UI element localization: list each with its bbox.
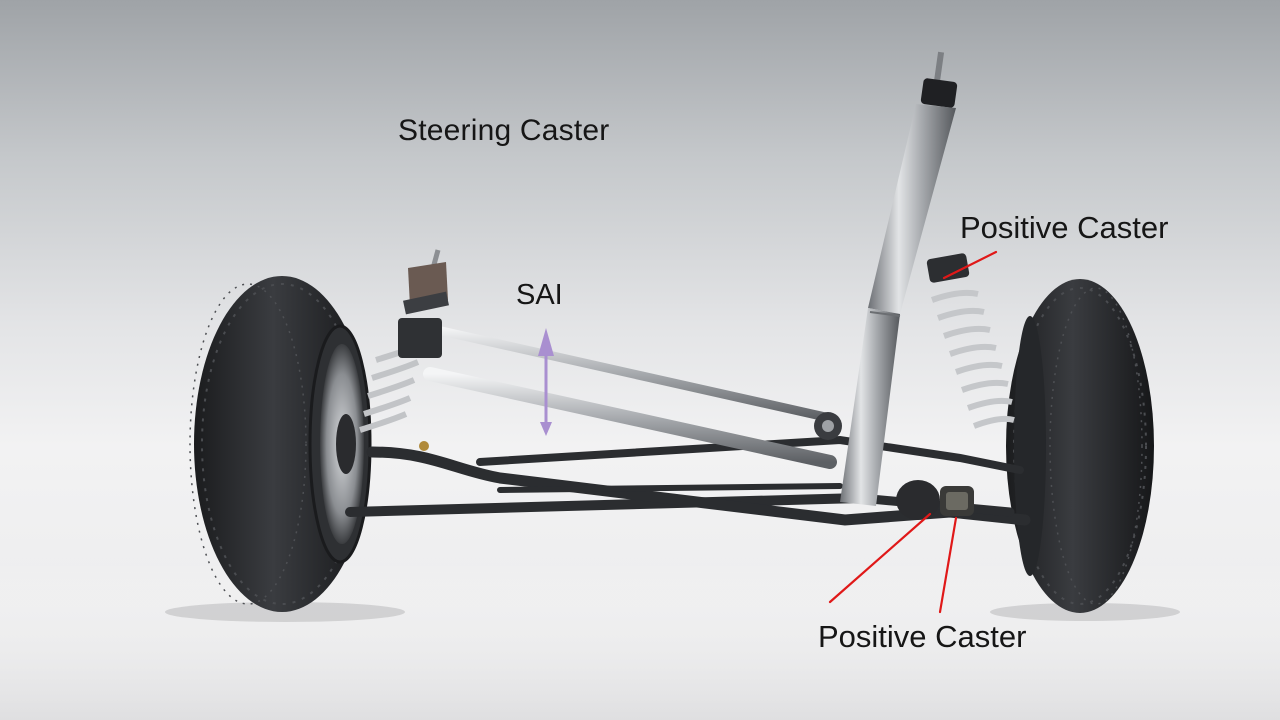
- tie-rods: [423, 323, 842, 469]
- positive-caster-label-lower: Positive Caster: [818, 619, 1027, 654]
- diagram-title: Steering Caster: [398, 114, 610, 147]
- sai-label: SAI: [516, 279, 563, 311]
- main-strut: [840, 51, 958, 506]
- left-coilover: [359, 249, 449, 451]
- lower-caster-leader-1: [828, 512, 932, 604]
- ball-joint: [896, 480, 974, 520]
- left-wheel: [189, 276, 372, 612]
- leader-lines: [828, 250, 998, 614]
- right-wheel: [1006, 279, 1154, 613]
- lower-caster-leader-2: [938, 516, 958, 614]
- positive-caster-label-upper: Positive Caster: [960, 210, 1169, 245]
- upper-caster-leader: [942, 250, 998, 280]
- sai-arrow: [538, 328, 554, 436]
- right-coilover: [926, 253, 1015, 429]
- left-tire-shadow: [165, 602, 405, 622]
